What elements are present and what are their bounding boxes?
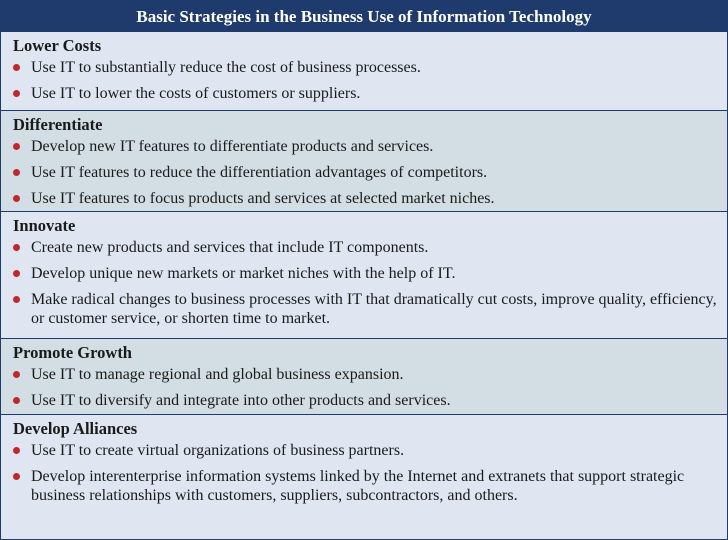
bullet-icon [13,189,27,208]
item-text: Develop unique new markets or market nic… [31,265,456,282]
item-text: Develop new IT features to differentiate… [31,138,434,155]
bullet-icon [13,137,27,156]
list-item: Use IT to diversify and integrate into o… [13,391,717,410]
item-text: Create new products and services that in… [31,239,429,256]
bullet-list: Develop new IT features to differentiate… [13,137,717,208]
bullet-icon [13,391,27,410]
item-text: Use IT to create virtual organizations o… [31,442,405,459]
list-item: Make radical changes to business process… [13,290,717,328]
bullet-list: Use IT to create virtual organizations o… [13,441,717,505]
list-item: Develop interenterprise information syst… [13,467,717,505]
item-text: Develop interenterprise information syst… [31,468,685,504]
list-item: Use IT to lower the costs of customers o… [13,84,717,103]
item-text: Use IT to substantially reduce the cost … [31,59,421,76]
list-item: Create new products and services that in… [13,238,717,257]
table-title: Basic Strategies in the Business Use of … [1,1,727,32]
section-develop-alliances: Develop Alliances Use IT to create virtu… [1,414,727,539]
section-heading: Innovate [13,216,76,235]
item-text: Use IT features to reduce the differenti… [31,164,488,181]
bullet-icon [13,84,27,103]
section-innovate: Innovate Create new products and service… [1,211,727,338]
list-item: Use IT to manage regional and global bus… [13,365,717,384]
section-heading: Lower Costs [13,36,102,55]
section-heading: Develop Alliances [13,419,138,438]
section-heading: Differentiate [13,115,103,134]
item-text: Use IT to lower the costs of customers o… [31,85,361,102]
section-lower-costs: Lower Costs Use IT to substantially redu… [1,32,727,110]
bullet-icon [13,365,27,384]
list-item: Develop unique new markets or market nic… [13,264,717,283]
section-heading: Promote Growth [13,343,132,362]
bullet-icon [13,467,27,486]
item-text: Use IT to manage regional and global bus… [31,366,404,383]
bullet-icon [13,264,27,283]
list-item: Use IT features to reduce the differenti… [13,163,717,182]
bullet-list: Use IT to substantially reduce the cost … [13,58,717,103]
bullet-list: Use IT to manage regional and global bus… [13,365,717,410]
bullet-icon [13,58,27,77]
bullet-icon [13,290,27,309]
bullet-icon [13,441,27,460]
item-text: Use IT features to focus products and se… [31,190,495,207]
list-item: Use IT to create virtual organizations o… [13,441,717,460]
section-promote-growth: Promote Growth Use IT to manage regional… [1,338,727,414]
bullet-list: Create new products and services that in… [13,238,717,328]
list-item: Use IT to substantially reduce the cost … [13,58,717,77]
bullet-icon [13,238,27,257]
item-text: Use IT to diversify and integrate into o… [31,392,451,409]
item-text: Make radical changes to business process… [31,291,717,327]
list-item: Use IT features to focus products and se… [13,189,717,208]
bullet-icon [13,163,27,182]
list-item: Develop new IT features to differentiate… [13,137,717,156]
section-differentiate: Differentiate Develop new IT features to… [1,110,727,211]
